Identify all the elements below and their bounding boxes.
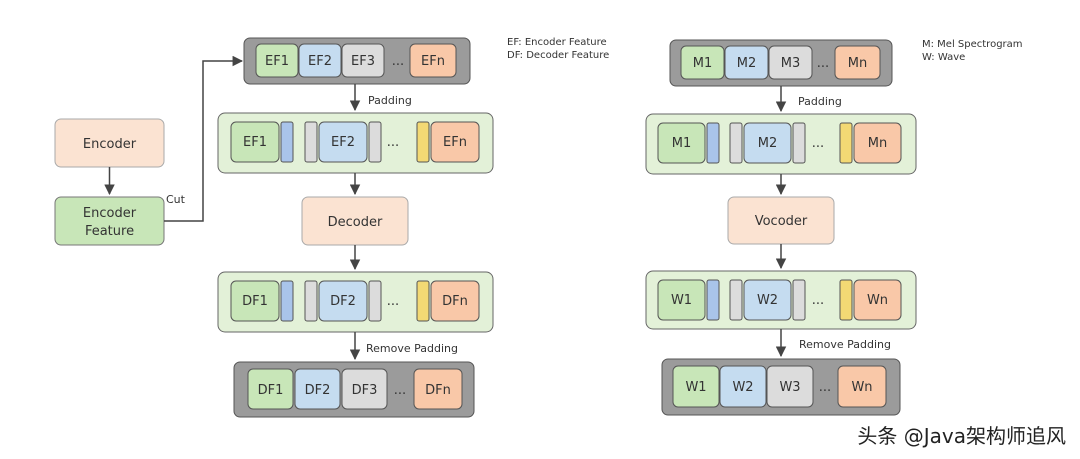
df-pad-2b	[368, 280, 382, 322]
df-padded-cell-1	[230, 280, 280, 322]
w-padded-cell-n	[853, 279, 902, 321]
ef-pad-1	[280, 121, 294, 163]
df-bottom-label-n: DFn	[425, 383, 451, 398]
m-padded-cell-n	[853, 122, 902, 164]
m-pad-2b	[792, 122, 806, 164]
w-padded-label-n: Wn	[867, 293, 888, 308]
ef-top-label-3: EF3	[351, 54, 375, 69]
remove-padding-label-right: Remove Padding	[799, 338, 891, 351]
df-padded-ellipsis: ...	[387, 294, 399, 309]
m-top-cell-2	[724, 45, 769, 80]
remove-padding-label-left: Remove Padding	[366, 342, 458, 355]
w-pad-1	[706, 279, 720, 321]
df-padded-cell-n	[430, 280, 480, 322]
m-top-cell-n	[834, 45, 881, 80]
ef-top-label-n: EFn	[421, 54, 445, 69]
cut-label: Cut	[166, 193, 186, 206]
right-legend-line-1: M: Mel Spectrogram	[922, 39, 1023, 50]
encoder-label: Encoder	[83, 137, 137, 152]
df-bottom-cell-1	[247, 368, 294, 410]
m-top-label-n: Mn	[848, 56, 867, 71]
padding-label-right: Padding	[798, 95, 842, 108]
df-padded-cell-2	[318, 280, 368, 322]
w-bottom-label-2: W2	[732, 380, 753, 395]
df-bottom-label-2: DF2	[305, 383, 331, 398]
w-bottom-cell-1	[672, 365, 720, 408]
left-legend-line-2: DF: Decoder Feature	[507, 50, 609, 61]
w-bottom-cell-n	[837, 365, 887, 408]
m-top-label-1: M1	[693, 56, 713, 71]
ef-top-label-1: EF1	[265, 54, 289, 69]
ef-pad-2a	[304, 121, 318, 163]
ef-padded-ellipsis: ...	[387, 135, 399, 150]
decoder-label: Decoder	[328, 215, 383, 230]
m-padded-label-1: M1	[672, 136, 692, 151]
df-padded-label-n: DFn	[442, 294, 468, 309]
ef-pad-2b	[368, 121, 382, 163]
encoder-feature-label-line-2: Feature	[85, 224, 134, 239]
df-bottom-cell-3	[341, 368, 388, 410]
df-bottom-cell-n	[413, 368, 463, 410]
cut-arrow	[164, 55, 244, 222]
m-padded-cell-1	[657, 122, 706, 164]
df-bottom-cell-2	[294, 368, 341, 410]
df-bottom-ellipsis: ...	[394, 383, 406, 398]
ef-top-cell-3	[341, 43, 385, 78]
m-top-ellipsis: ...	[817, 56, 829, 71]
left-legend-line-1: EF: Encoder Feature	[507, 37, 607, 48]
df-bottom-label-3: DF3	[352, 383, 378, 398]
right-diagram: M: Mel Spectrogram W: Wave M1 M2 M3 ... …	[645, 39, 1023, 416]
m-top-label-2: M2	[737, 56, 757, 71]
ef-top-cell-2	[298, 43, 342, 78]
df-padded-label-2: DF2	[330, 294, 356, 309]
m-padded-cell-2	[743, 122, 792, 164]
w-bottom-label-n: Wn	[851, 380, 872, 395]
left-diagram: EF: Encoder Feature DF: Decoder Feature …	[54, 37, 609, 418]
ef-top-ellipsis: ...	[392, 54, 404, 69]
df-padded-label-1: DF1	[242, 294, 268, 309]
ef-padded-label-1: EF1	[243, 135, 267, 150]
df-pad-1	[280, 280, 294, 322]
w-pad-n	[839, 279, 853, 321]
watermark-text: 头条 @Java架构师追风	[857, 424, 1066, 448]
df-bottom-label-1: DF1	[258, 383, 284, 398]
df-pad-2a	[304, 280, 318, 322]
m-padded-label-2: M2	[758, 136, 778, 151]
w-padded-cell-2	[743, 279, 792, 321]
encoder-feature-label-line-1: Encoder	[83, 206, 137, 221]
ef-padded-label-n: EFn	[443, 135, 467, 150]
df-pad-n	[416, 280, 430, 322]
m-padded-label-n: Mn	[868, 136, 887, 151]
w-pad-2a	[729, 279, 743, 321]
ef-padded-cell-2	[318, 121, 368, 163]
w-bottom-cell-3	[766, 365, 814, 408]
m-top-cell-3	[768, 45, 813, 80]
w-bottom-ellipsis: ...	[819, 380, 831, 395]
w-padded-cell-1	[657, 279, 706, 321]
w-padded-label-1: W1	[671, 293, 692, 308]
ef-top-label-2: EF2	[308, 54, 332, 69]
ef-padded-label-2: EF2	[331, 135, 355, 150]
vocoder-label: Vocoder	[755, 214, 808, 229]
m-pad-2a	[729, 122, 743, 164]
m-padded-ellipsis: ...	[812, 136, 824, 151]
ef-pad-n	[416, 121, 430, 163]
w-bottom-label-3: W3	[779, 380, 800, 395]
w-bottom-label-1: W1	[685, 380, 706, 395]
padding-label-left: Padding	[368, 94, 412, 107]
right-legend-line-2: W: Wave	[922, 52, 965, 63]
w-padded-ellipsis: ...	[812, 293, 824, 308]
ef-padded-cell-1	[230, 121, 280, 163]
w-pad-2b	[792, 279, 806, 321]
m-pad-1	[706, 122, 720, 164]
m-pad-n	[839, 122, 853, 164]
m-top-label-3: M3	[781, 56, 801, 71]
m-top-cell-1	[680, 45, 725, 80]
w-bottom-cell-2	[719, 365, 767, 408]
ef-padded-cell-n	[430, 121, 480, 163]
w-padded-label-2: W2	[757, 293, 778, 308]
ef-top-cell-n	[409, 43, 457, 78]
ef-top-cell-1	[255, 43, 299, 78]
